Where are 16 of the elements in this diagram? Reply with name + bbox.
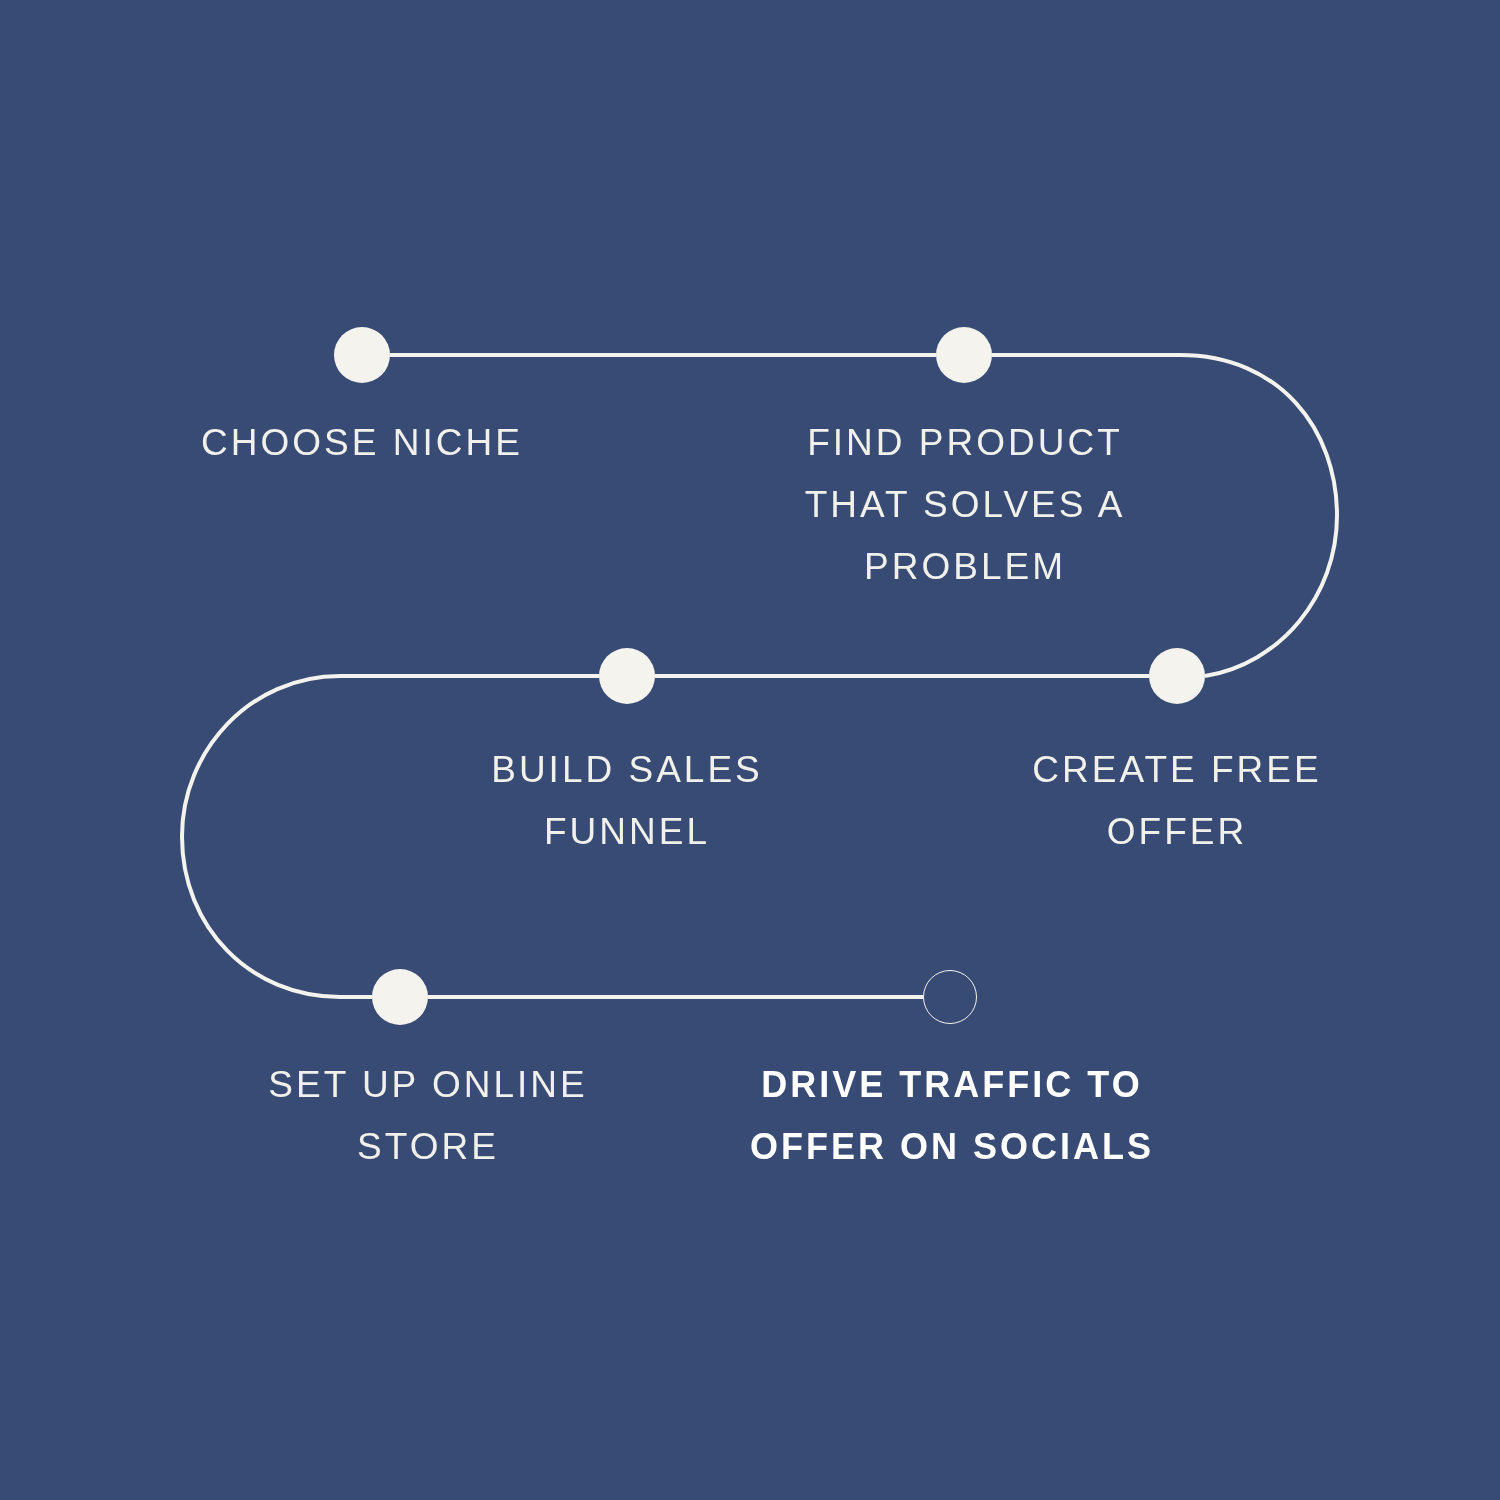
path-line bbox=[390, 353, 936, 357]
step-label: DRIVE TRAFFIC TO OFFER ON SOCIALS bbox=[749, 1063, 1155, 1169]
step-label: BUILD SALES FUNNEL bbox=[490, 748, 764, 854]
step-label: CHOOSE NICHE bbox=[200, 421, 524, 465]
path-line bbox=[992, 353, 1339, 678]
step-label: CREATE FREE OFFER bbox=[1031, 748, 1323, 854]
path-line bbox=[180, 674, 599, 999]
step-dot bbox=[372, 969, 428, 1025]
step-label: FIND PRODUCT THAT SOLVES A PROBLEM bbox=[803, 421, 1127, 589]
path-line bbox=[428, 995, 923, 999]
step-dot bbox=[599, 648, 655, 704]
step-dot bbox=[936, 327, 992, 383]
step-label: SET UP ONLINE STORE bbox=[267, 1063, 589, 1169]
path-line bbox=[655, 674, 1149, 678]
step-dot bbox=[334, 327, 390, 383]
step-dot bbox=[1149, 648, 1205, 704]
